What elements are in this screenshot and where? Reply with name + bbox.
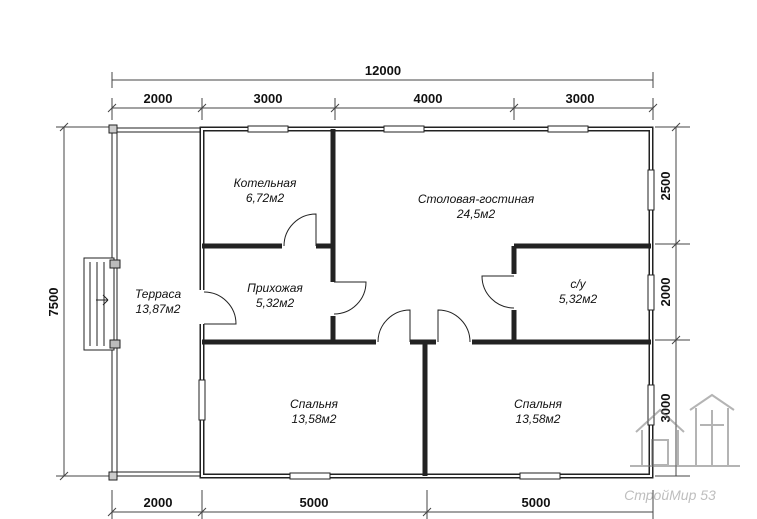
room-terrace: Терраса 13,87м2	[135, 287, 182, 316]
windows	[198, 125, 655, 480]
room-boiler: Котельная 6,72м2	[234, 176, 297, 205]
dim-top-segment-4: 3000	[566, 91, 595, 106]
dim-bottom-segment-1: 2000	[144, 495, 173, 510]
left-dimension-lines	[56, 122, 112, 481]
room-living: Столовая-гостиная 24,5м2	[418, 192, 535, 221]
dim-right-segment-1: 2500	[658, 172, 673, 201]
room-hall: Прихожая 5,32м2	[247, 281, 303, 310]
room-bedroom-1: Спальня 13,58м2	[290, 397, 338, 426]
dim-right-segment-3: 3000	[658, 394, 673, 423]
dim-left-total: 7500	[46, 288, 61, 317]
right-dimension-lines	[655, 122, 690, 477]
room-living-name: Столовая-гостиная	[418, 192, 535, 206]
dim-top-segment-2: 3000	[254, 91, 283, 106]
room-boiler-name: Котельная	[234, 176, 297, 190]
logo-text: СтройМир 53	[624, 487, 716, 503]
room-hall-name: Прихожая	[247, 281, 303, 295]
dim-top-segment-1: 2000	[144, 91, 173, 106]
dim-bottom-segment-2: 5000	[300, 495, 329, 510]
room-bedroom-1-name: Спальня	[290, 397, 338, 411]
dim-bottom-segment-3: 5000	[522, 495, 551, 510]
terrace-steps	[83, 257, 121, 351]
dim-top-total: 12000	[365, 63, 401, 78]
bottom-dimension-lines	[107, 490, 654, 519]
room-bedroom-2-area: 13,58м2	[516, 412, 561, 426]
room-bath: с/у 5,32м2	[559, 277, 598, 306]
room-hall-area: 5,32м2	[256, 296, 295, 310]
room-bath-name: с/у	[570, 277, 586, 291]
room-bath-area: 5,32м2	[559, 292, 598, 306]
room-bedroom-2: Спальня 13,58м2	[514, 397, 562, 426]
dim-top-segment-3: 4000	[414, 91, 443, 106]
room-terrace-area: 13,87м2	[136, 302, 181, 316]
doors	[199, 213, 518, 346]
room-bedroom-1-area: 13,58м2	[292, 412, 337, 426]
room-living-area: 24,5м2	[456, 207, 496, 221]
stroymir-logo: СтройМир 53	[624, 393, 740, 503]
room-bedroom-2-name: Спальня	[514, 397, 562, 411]
dim-right-segment-2: 2000	[658, 278, 673, 307]
room-boiler-area: 6,72м2	[246, 191, 285, 205]
top-dimension-lines	[107, 72, 658, 120]
room-terrace-name: Терраса	[135, 287, 182, 301]
house-icon	[630, 393, 740, 467]
